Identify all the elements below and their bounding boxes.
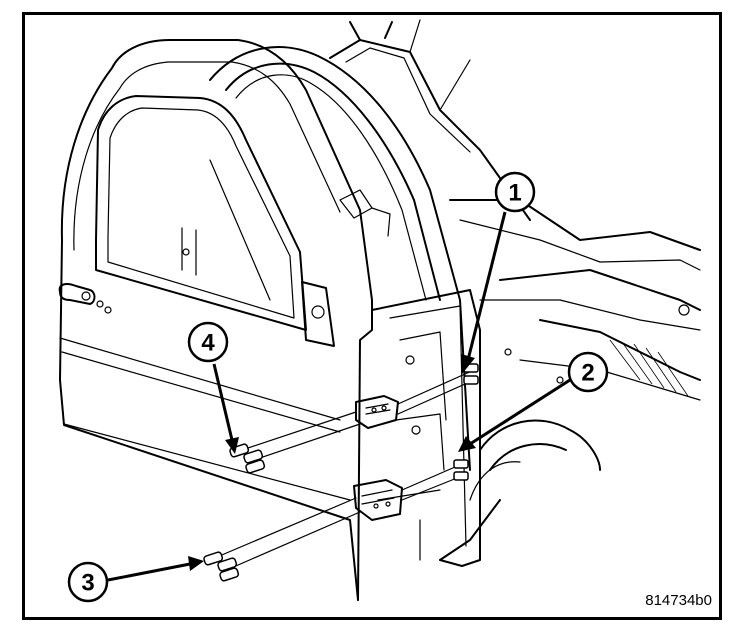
callout-1: 1 <box>494 171 536 213</box>
assembly-lines <box>209 369 475 573</box>
callout-2: 2 <box>567 351 609 393</box>
callout-2-label: 2 <box>581 360 594 387</box>
lower-door-bolts <box>203 551 240 582</box>
callout-1-label: 1 <box>508 180 521 207</box>
upper-hinge <box>355 395 399 429</box>
door-panel <box>58 39 373 601</box>
callout-arrows <box>107 211 571 582</box>
callout-4-label: 4 <box>201 330 215 357</box>
callout-3: 3 <box>67 561 109 603</box>
cab-body <box>209 19 701 567</box>
lower-hinge <box>353 479 403 521</box>
figure-code: 814734b0 <box>645 592 712 609</box>
callout-3-label: 3 <box>81 570 94 597</box>
callout-4: 4 <box>187 321 229 363</box>
pillar-bolts <box>453 363 479 481</box>
upper-door-bolts <box>229 443 266 474</box>
